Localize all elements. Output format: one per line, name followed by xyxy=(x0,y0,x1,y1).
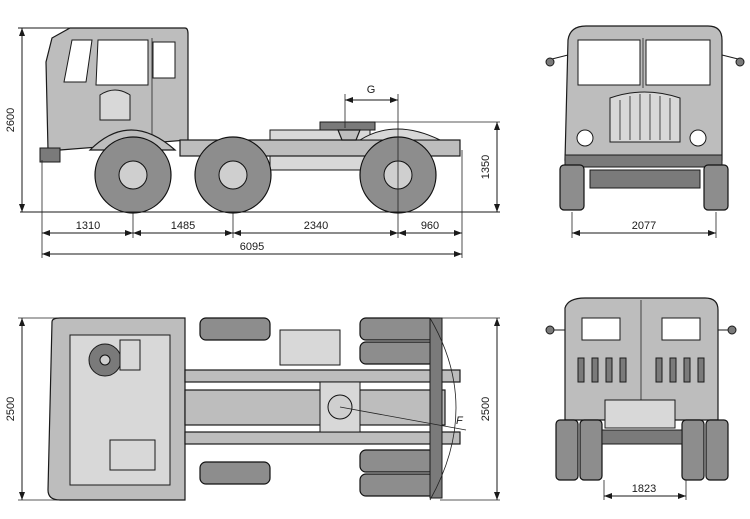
swing-radius-label: F xyxy=(456,415,464,427)
rear-view: 1823 xyxy=(545,297,737,500)
coupling-offset-label: G xyxy=(367,84,376,96)
segment-1-label: 1310 xyxy=(76,220,100,232)
front-view: 2077 xyxy=(545,25,745,238)
swing-width-label: 2500 xyxy=(480,397,492,421)
top-view: F 2500 2500 xyxy=(5,317,500,501)
front-track-label: 2077 xyxy=(632,220,656,232)
segment-2-label: 1485 xyxy=(171,220,195,232)
coupling-height-label: 1350 xyxy=(480,155,492,179)
segment-4-label: 960 xyxy=(421,220,439,232)
overall-length-label: 6095 xyxy=(240,241,264,253)
rear-track-label: 1823 xyxy=(632,483,656,495)
side-view: 2600 G 1350 1310 1485 2340 960 xyxy=(5,27,500,258)
overall-height-label: 2600 xyxy=(5,108,17,132)
top-width-label: 2500 xyxy=(5,397,17,421)
segment-3-label: 2340 xyxy=(304,220,328,232)
